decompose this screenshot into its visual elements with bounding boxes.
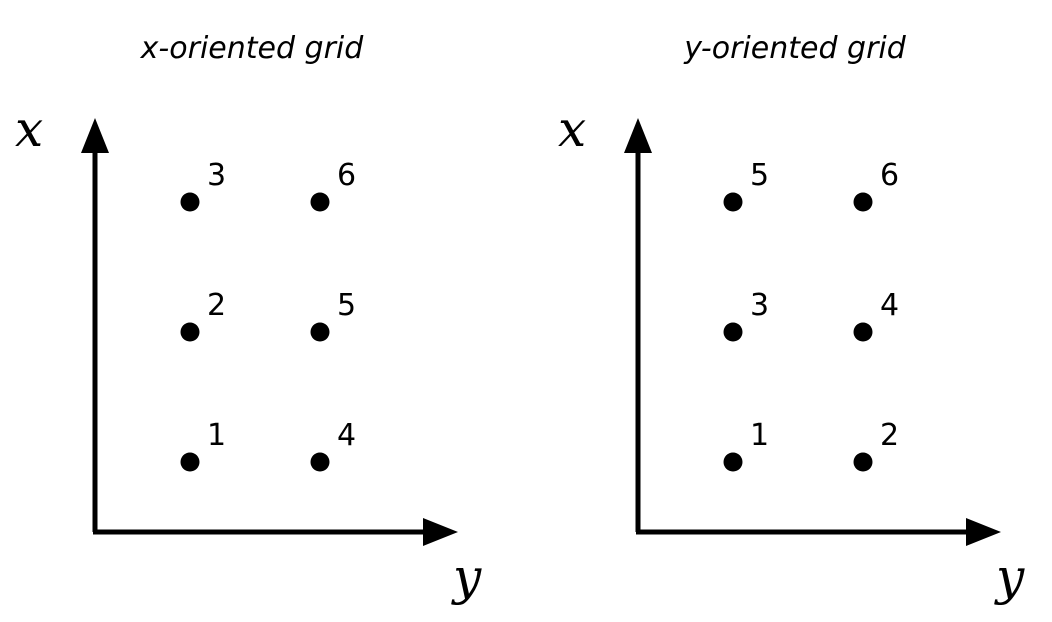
grid-point-dot bbox=[723, 452, 743, 472]
x-axis-label: x bbox=[558, 100, 586, 158]
grid-point-label: 6 bbox=[337, 158, 356, 193]
axes bbox=[624, 118, 1001, 546]
grid-point: 6 bbox=[853, 158, 899, 212]
y-oriented-panel: y-oriented grid x y 1 2 3 4 5 6 bbox=[558, 31, 1025, 606]
axes bbox=[81, 118, 458, 546]
grid-point-label: 5 bbox=[337, 288, 356, 323]
grid-point: 1 bbox=[180, 418, 226, 472]
grid-point-dot bbox=[723, 192, 743, 212]
grid-point: 5 bbox=[310, 288, 356, 342]
grid-point-dot bbox=[180, 322, 200, 342]
panel-title: x-oriented grid bbox=[140, 31, 365, 66]
points: 1 2 3 4 5 6 bbox=[180, 158, 356, 472]
horizontal-axis-arrowhead bbox=[423, 518, 458, 546]
grid-point-dot bbox=[180, 452, 200, 472]
grid-point-dot bbox=[310, 452, 330, 472]
grid-point-dot bbox=[723, 322, 743, 342]
grid-point: 4 bbox=[310, 418, 356, 472]
grid-point: 2 bbox=[180, 288, 226, 342]
y-axis-label: y bbox=[994, 548, 1025, 606]
vertical-axis-arrowhead bbox=[81, 118, 109, 153]
grid-point-dot bbox=[310, 192, 330, 212]
x-axis-label: x bbox=[15, 100, 43, 158]
grid-point: 3 bbox=[723, 288, 769, 342]
grid-point-label: 2 bbox=[207, 288, 226, 323]
grid-point: 3 bbox=[180, 158, 226, 212]
grid-point-label: 3 bbox=[207, 158, 226, 193]
grid-point-dot bbox=[853, 322, 873, 342]
grid-point-dot bbox=[853, 192, 873, 212]
grid-point-label: 1 bbox=[207, 418, 226, 453]
vertical-axis-arrowhead bbox=[624, 118, 652, 153]
grid-point-dot bbox=[310, 322, 330, 342]
grid-point-label: 6 bbox=[880, 158, 899, 193]
x-oriented-panel: x-oriented grid x y 1 2 3 4 5 6 bbox=[15, 31, 482, 606]
grid-point: 4 bbox=[853, 288, 899, 342]
horizontal-axis-arrowhead bbox=[966, 518, 1001, 546]
grid-point: 5 bbox=[723, 158, 769, 212]
panel-title: y-oriented grid bbox=[683, 31, 907, 66]
y-axis-label: y bbox=[451, 548, 482, 606]
grid-point: 2 bbox=[853, 418, 899, 472]
grid-point-dot bbox=[853, 452, 873, 472]
grid-point: 1 bbox=[723, 418, 769, 472]
grid-point: 6 bbox=[310, 158, 356, 212]
grid-point-label: 5 bbox=[750, 158, 769, 193]
grid-point-dot bbox=[180, 192, 200, 212]
grid-point-label: 4 bbox=[337, 418, 356, 453]
grid-point-label: 4 bbox=[880, 288, 899, 323]
grid-point-label: 3 bbox=[750, 288, 769, 323]
grid-point-label: 2 bbox=[880, 418, 899, 453]
grid-point-label: 1 bbox=[750, 418, 769, 453]
points: 1 2 3 4 5 6 bbox=[723, 158, 899, 472]
